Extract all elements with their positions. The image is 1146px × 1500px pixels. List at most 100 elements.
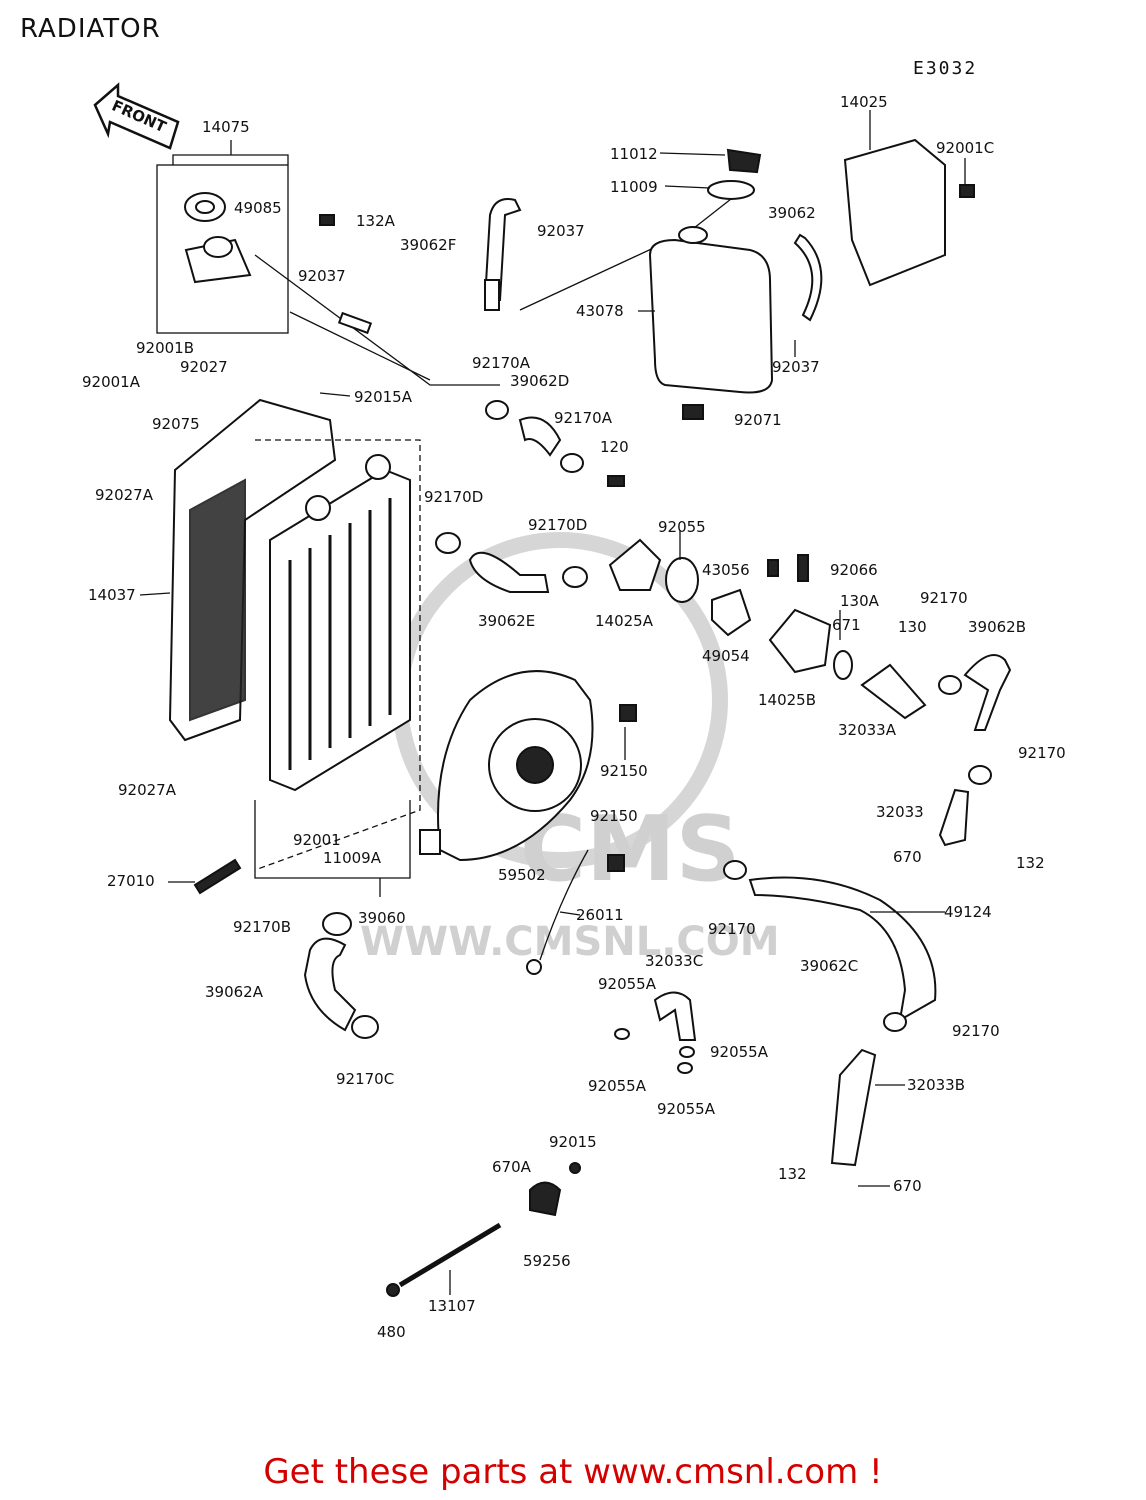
gasket-11009-part bbox=[707, 180, 755, 200]
callout: 14025 bbox=[840, 93, 888, 111]
hose-39062D-part bbox=[518, 416, 562, 457]
callout: 92055A bbox=[598, 975, 657, 993]
exploded-parts-diagram: CMS WWW.CMSNL.COM FRONT bbox=[82, 82, 1066, 1341]
hose-joint-part bbox=[337, 311, 373, 335]
callout: 11009 bbox=[610, 178, 658, 196]
radiator bbox=[168, 398, 421, 897]
callout: 43078 bbox=[576, 302, 624, 320]
upper-hoses bbox=[435, 400, 588, 593]
callout: 670 bbox=[893, 848, 922, 866]
callout: 49124 bbox=[944, 903, 992, 921]
page-title: RADIATOR bbox=[20, 14, 161, 44]
impeller-59256-part bbox=[529, 1181, 562, 1217]
callout: 59502 bbox=[498, 866, 546, 884]
callout: 14025A bbox=[595, 612, 654, 630]
pipe-32033B-part bbox=[830, 1048, 877, 1167]
bracket-39060 bbox=[254, 800, 411, 879]
callout: 92001B bbox=[136, 339, 194, 357]
callout: 39062A bbox=[205, 983, 264, 1001]
callout: 92170A bbox=[554, 409, 613, 427]
callout: 92037 bbox=[772, 358, 820, 376]
pipe-32033-part bbox=[938, 788, 970, 847]
pipe-32033C-part bbox=[653, 991, 697, 1041]
callout: 39062B bbox=[968, 618, 1026, 636]
callout: 92055A bbox=[657, 1100, 716, 1118]
callout: 32033B bbox=[907, 1076, 965, 1094]
callout: 670 bbox=[893, 1177, 922, 1195]
callout: 92170C bbox=[336, 1070, 394, 1088]
callout: 32033C bbox=[645, 952, 703, 970]
callout: 92150 bbox=[590, 807, 638, 825]
callout: 14025B bbox=[758, 691, 816, 709]
callout: 27010 bbox=[107, 872, 155, 890]
callout: 92027A bbox=[118, 781, 177, 799]
callout: 39060 bbox=[358, 909, 406, 927]
callout: 13107 bbox=[428, 1297, 476, 1315]
bolt-132A-part bbox=[319, 214, 335, 226]
callout: 92170 bbox=[1018, 744, 1066, 762]
callout: 92055A bbox=[588, 1077, 647, 1095]
housing-14025B-part bbox=[768, 608, 832, 674]
sensor-27010-part bbox=[193, 858, 242, 895]
callout: 39062D bbox=[510, 372, 569, 390]
callout: 39062C bbox=[800, 957, 858, 975]
callout: 49085 bbox=[234, 199, 282, 217]
callout: 92037 bbox=[298, 267, 346, 285]
callout: 480 bbox=[377, 1323, 406, 1341]
callout: 92150 bbox=[600, 762, 648, 780]
callout: 92027 bbox=[180, 358, 228, 376]
callout: 92071 bbox=[734, 411, 782, 429]
callout: 130 bbox=[898, 618, 927, 636]
callout: 26011 bbox=[576, 906, 624, 924]
callout: 132A bbox=[356, 212, 396, 230]
callout: 32033A bbox=[838, 721, 897, 739]
reservoir-tank-body bbox=[648, 238, 774, 394]
callout: 14037 bbox=[88, 586, 136, 604]
wire-26011 bbox=[539, 849, 589, 961]
pump-shaft bbox=[386, 1162, 581, 1297]
callout: 92001C bbox=[936, 139, 994, 157]
callout: 92055A bbox=[710, 1043, 769, 1061]
callout: 32033 bbox=[876, 803, 924, 821]
housing-14025A-part bbox=[608, 538, 662, 591]
callout: 92170B bbox=[233, 918, 291, 936]
callout: 43056 bbox=[702, 561, 750, 579]
callout: 132 bbox=[778, 1165, 807, 1183]
callout: 92170D bbox=[424, 488, 483, 506]
watermark-url-text: WWW.CMSNL.COM bbox=[360, 919, 780, 965]
callout: 132 bbox=[1016, 854, 1045, 872]
callout: 92055 bbox=[658, 518, 706, 536]
assembly-box-14075 bbox=[156, 164, 289, 334]
fan-assembly bbox=[419, 670, 637, 975]
callout: 92075 bbox=[152, 415, 200, 433]
hose-39062F-part bbox=[483, 198, 522, 301]
callout: 49054 bbox=[702, 647, 750, 665]
overflow-hoses bbox=[254, 198, 661, 386]
callout: 670A bbox=[492, 1158, 532, 1176]
cta-banner[interactable]: Get these parts at www.cmsnl.com ! bbox=[263, 1452, 883, 1492]
hose-39062A-part bbox=[303, 937, 357, 1032]
callout: 92015 bbox=[549, 1133, 597, 1151]
callout: 92001 bbox=[293, 831, 341, 849]
callout: 92037 bbox=[537, 222, 585, 240]
callout: 39062 bbox=[768, 204, 816, 222]
filler-cap-assembly bbox=[156, 140, 335, 334]
cap-11012-part bbox=[726, 148, 762, 174]
callout: 39062F bbox=[400, 236, 456, 254]
callout: 130A bbox=[840, 592, 880, 610]
callout: 120 bbox=[600, 438, 629, 456]
o-ring-92055 bbox=[665, 557, 699, 603]
callout: 92015A bbox=[354, 388, 413, 406]
front-arrow-icon bbox=[93, 82, 180, 150]
shaft-13107-part bbox=[398, 1222, 502, 1288]
callouts: 14075 49085 132A 92037 39062F 92037 1101… bbox=[82, 93, 1066, 1341]
callout: 11012 bbox=[610, 145, 658, 163]
tank-cover bbox=[843, 138, 975, 287]
hose-39062-part bbox=[793, 233, 823, 322]
hose-39062C-part bbox=[748, 876, 937, 1022]
callout: 11009A bbox=[323, 849, 382, 867]
right-hoses bbox=[614, 654, 1012, 1167]
hose-39062E-part bbox=[468, 551, 550, 593]
front-arrow: FRONT bbox=[93, 82, 180, 150]
